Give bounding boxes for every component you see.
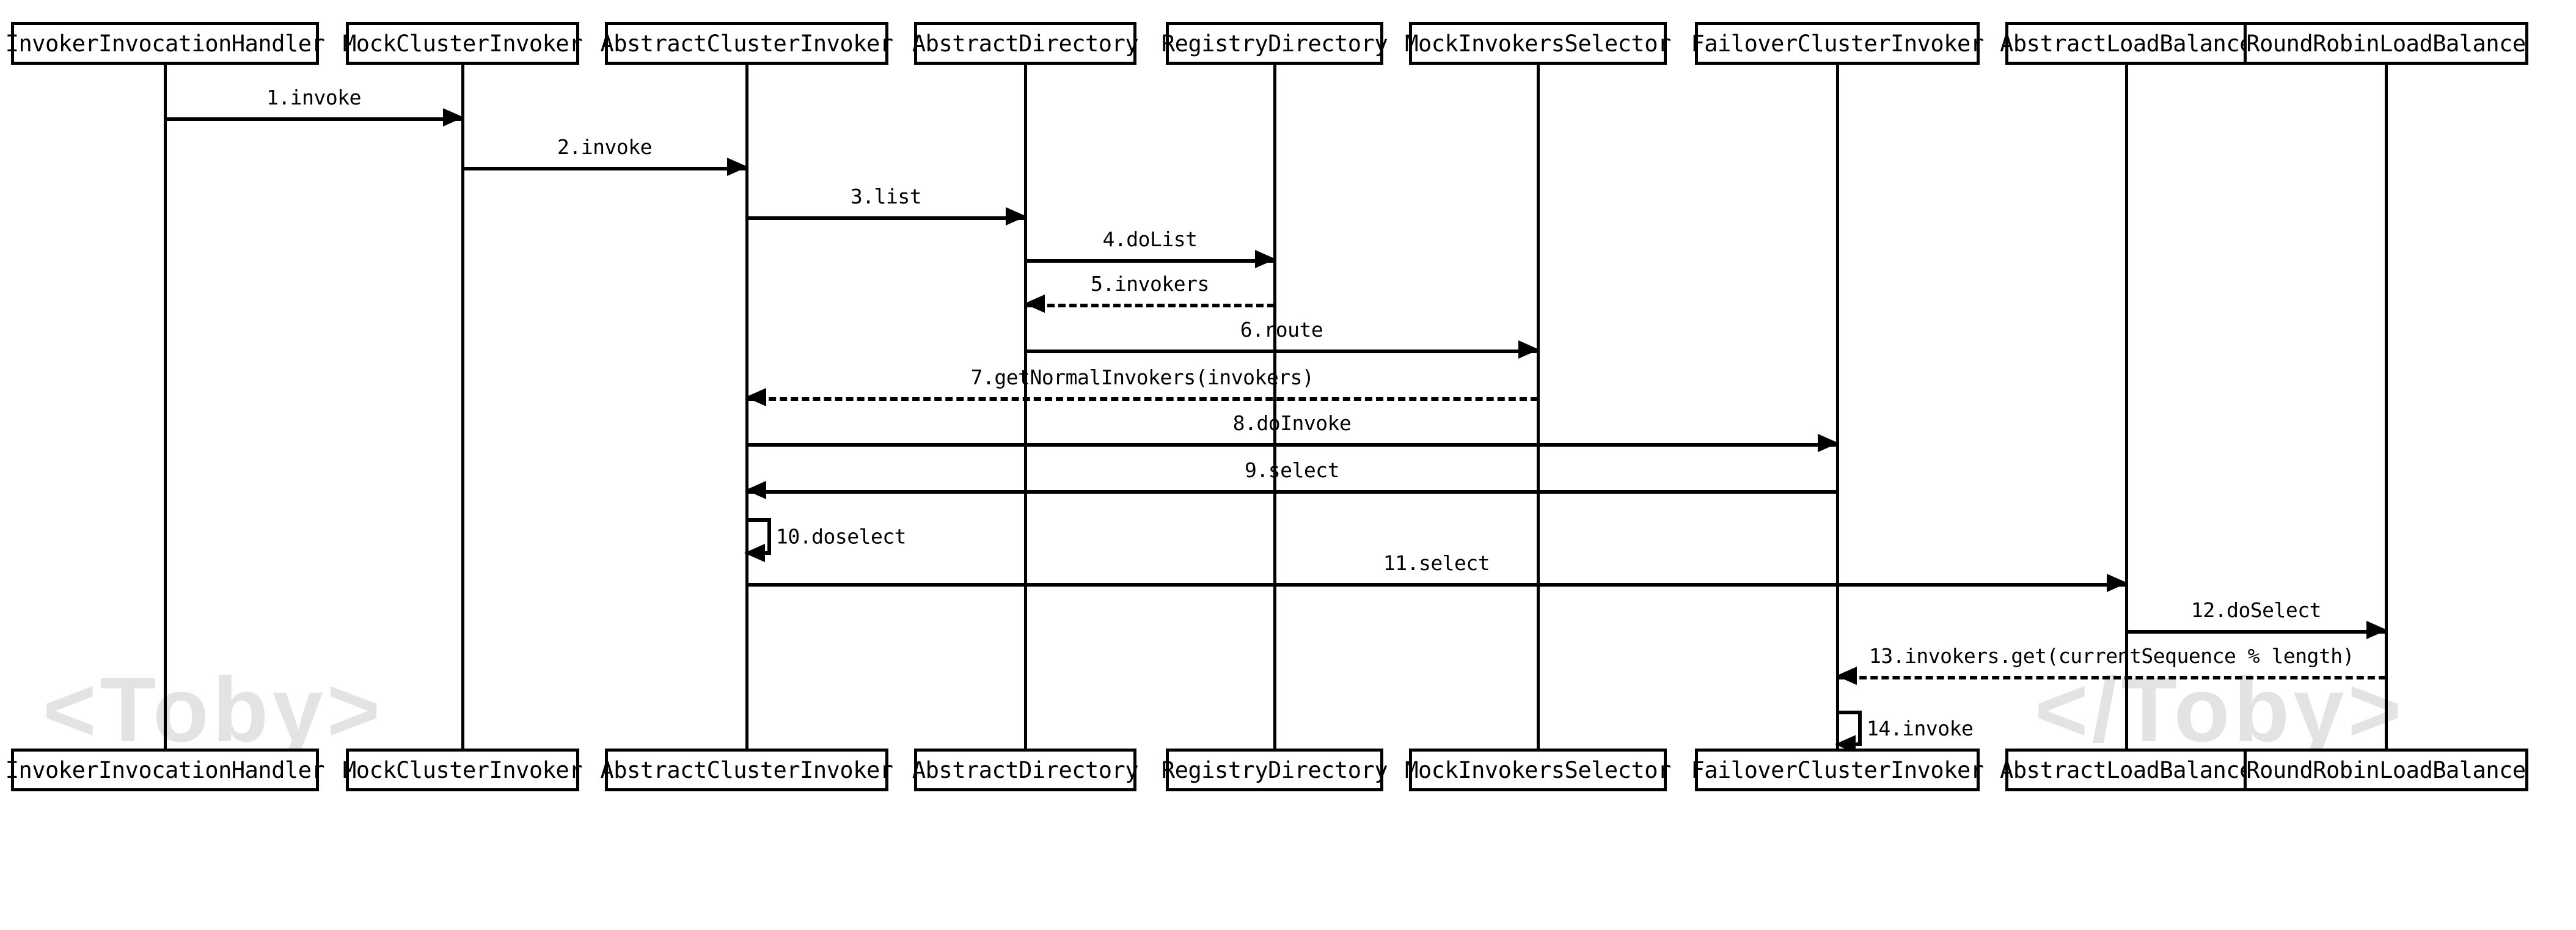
participant-header-abstract-directory[interactable]: AbstractDirectory [912,22,1139,65]
lifeline-invoker-invocation-handler [164,65,167,749]
participant-label: FailoverClusterInvoker [1691,30,1984,57]
lifeline-mock-invokers-selector [1537,65,1540,749]
arrowhead-icon [2107,574,2128,592]
message-label: 6.route [1240,318,1323,342]
lifeline-abstract-cluster-invoker [745,65,748,749]
participant-footer-mock-invokers-selector[interactable]: MockInvokersSelector [1405,749,1671,791]
arrowhead-icon [443,108,464,126]
lifeline-registry-directory [1273,65,1276,749]
participant-label: RoundRobinLoadBalance [2246,30,2526,57]
message-line [747,397,1538,401]
message-line [1025,304,1275,307]
participant-label: InvokerInvocationHandler [5,30,325,57]
participant-header-abstract-cluster-invoker[interactable]: AbstractClusterInvoker [600,22,893,65]
self-message-label: 10.doselect [776,524,907,549]
participant-header-invoker-invocation-handler[interactable]: InvokerInvocationHandler [5,22,325,65]
participant-label: RegistryDirectory [1161,756,1388,783]
participant-label: AbstractClusterInvoker [600,756,893,783]
arrowhead-icon [1255,250,1276,268]
participant-label: AbstractDirectory [912,756,1139,783]
participant-label: InvokerInvocationHandler [5,756,325,783]
arrowhead-icon [745,388,766,406]
arrowhead-icon [744,544,765,562]
self-message-label: 14.invoke [1867,716,1974,741]
participant-footer-invoker-invocation-handler[interactable]: InvokerInvocationHandler [5,749,325,791]
message-line [747,583,2126,587]
participant-footer-failover-cluster-invoker[interactable]: FailoverClusterInvoker [1691,749,1984,791]
message-line [747,490,1837,494]
participant-footer-mock-cluster-invoker[interactable]: MockClusterInvoker [343,749,582,791]
message-line [1837,676,2386,679]
lifeline-failover-cluster-invoker [1836,65,1839,749]
message-line [463,167,747,170]
participant-label: MockClusterInvoker [343,756,582,783]
message-line [747,443,1837,447]
watermark-left: <Toby> [43,658,384,761]
arrowhead-icon [727,158,748,176]
arrowhead-icon [2366,621,2387,639]
participant-label: AbstractClusterInvoker [600,30,893,57]
arrowhead-icon [1518,340,1539,359]
message-label: 2.invoke [557,135,652,159]
participant-label: FailoverClusterInvoker [1691,756,1984,783]
message-label: 13.invokers.get(currentSequence % length… [1868,644,2355,668]
arrowhead-icon [1006,207,1026,225]
message-label: 3.list [850,185,922,208]
message-line [1025,350,1538,353]
message-label: 12.doSelect [2190,598,2322,622]
participant-header-mock-invokers-selector[interactable]: MockInvokersSelector [1405,22,1671,65]
participant-header-round-robin-load-balance[interactable]: RoundRobinLoadBalance [2244,22,2528,65]
participant-header-abstract-load-balance[interactable]: AbstractLoadBalance [2000,22,2253,65]
participant-header-failover-cluster-invoker[interactable]: FailoverClusterInvoker [1691,22,1984,65]
message-label: 7.getNormalInvokers(invokers) [970,365,1314,389]
participant-header-registry-directory[interactable]: RegistryDirectory [1162,22,1388,65]
participant-label: AbstractLoadBalance [2000,756,2253,783]
participant-label: RegistryDirectory [1161,30,1388,57]
participant-footer-registry-directory[interactable]: RegistryDirectory [1162,749,1388,791]
message-label: 1.invoke [266,86,361,109]
participant-footer-abstract-cluster-invoker[interactable]: AbstractClusterInvoker [600,749,893,791]
message-label: 9.select [1245,458,1339,482]
arrowhead-icon [1836,667,1857,685]
watermark-right: </Toby> [2035,658,2406,761]
message-label: 11.select [1383,551,1490,575]
lifeline-abstract-load-balance [2125,65,2128,749]
message-label: 8.doInvoke [1232,411,1352,435]
self-message-14: 14.invoke [1835,711,1974,753]
participant-footer-abstract-directory[interactable]: AbstractDirectory [912,749,1139,791]
message-label: 4.doList [1102,227,1198,251]
participant-label: AbstractDirectory [912,30,1139,57]
participant-label: MockClusterInvoker [343,30,582,57]
participant-footer-round-robin-load-balance[interactable]: RoundRobinLoadBalance [2244,749,2528,791]
message-line [747,216,1025,220]
participant-footer-abstract-load-balance[interactable]: AbstractLoadBalance [2000,749,2253,791]
arrowhead-icon [1818,434,1839,452]
message-line [2126,630,2386,634]
participant-label: AbstractLoadBalance [2000,30,2253,57]
message-label: 5.invokers [1091,272,1209,296]
lifeline-round-robin-load-balance [2385,65,2388,749]
lifeline-mock-cluster-invoker [461,65,464,749]
message-line [1025,259,1275,263]
lifeline-abstract-directory [1024,65,1027,749]
arrowhead-icon [745,481,766,499]
self-message-10: 10.doselect [744,518,907,562]
message-line [165,117,463,121]
participant-label: RoundRobinLoadBalance [2246,756,2526,783]
participant-header-mock-cluster-invoker[interactable]: MockClusterInvoker [343,22,582,65]
participant-label: MockInvokersSelector [1405,756,1671,783]
arrowhead-icon [1024,295,1045,313]
participant-label: MockInvokersSelector [1405,30,1671,57]
